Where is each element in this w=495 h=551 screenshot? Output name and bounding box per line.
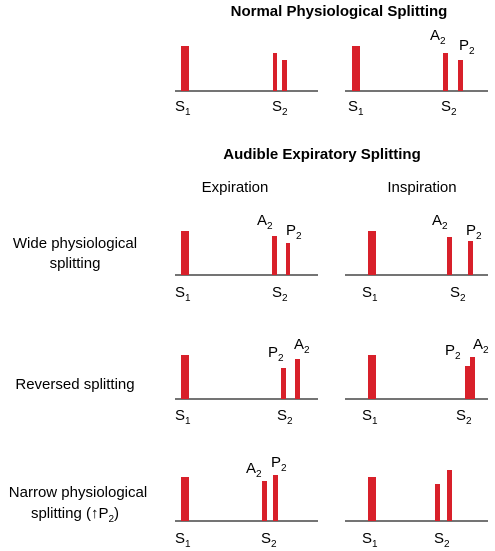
- panel-normal-expiration: S1 S2: [175, 46, 318, 118]
- panel-normal-inspiration: A2 P2 S1 S2: [345, 27, 488, 118]
- a2-label: A2: [257, 212, 273, 232]
- s1-bar: [368, 355, 376, 399]
- svg-text:splitting: splitting: [50, 255, 101, 272]
- p2-bar: [458, 60, 463, 91]
- s1-label: S1: [362, 284, 378, 304]
- a2-label: A2: [432, 212, 448, 232]
- p2-bar: [468, 241, 473, 275]
- a2-bar: [435, 484, 440, 521]
- s1-bar: [368, 231, 376, 275]
- p2-label: P2: [286, 222, 302, 242]
- s2-label: S2: [272, 284, 288, 304]
- row-label-reversed: Reversed splitting: [15, 376, 134, 393]
- s2-label: S2: [277, 407, 293, 427]
- p2-label: P2: [445, 342, 461, 362]
- title-expiratory: Audible Expiratory Splitting: [223, 146, 421, 163]
- s1-bar: [181, 231, 189, 275]
- s2-label: S2: [450, 284, 466, 304]
- s1-bar: [181, 355, 189, 399]
- p2-bar: [273, 475, 278, 521]
- row-label-narrow: Narrow physiological splitting (↑P2): [9, 484, 147, 525]
- s1-bar: [181, 46, 189, 91]
- p2-label: P2: [268, 344, 284, 364]
- a2-label: A2: [294, 336, 310, 356]
- a2-bar: [295, 359, 300, 399]
- p2-bar: [465, 366, 470, 399]
- s1-label: S1: [362, 407, 378, 427]
- p2-bar: [447, 470, 452, 521]
- title-normal: Normal Physiological Splitting: [231, 3, 448, 20]
- column-expiration: Expiration: [202, 179, 269, 196]
- svg-text:Reversed splitting: Reversed splitting: [15, 376, 134, 393]
- s2-label: S2: [261, 530, 277, 550]
- s1-label: S1: [175, 98, 191, 118]
- column-inspiration: Inspiration: [387, 179, 456, 196]
- a2-bar: [272, 236, 277, 275]
- svg-text:Wide physiological: Wide physiological: [13, 235, 137, 252]
- svg-text:splitting (↑P2): splitting (↑P2): [31, 505, 119, 525]
- a2-label: A2: [430, 27, 446, 47]
- s1-bar: [368, 477, 376, 521]
- s1-bar: [352, 46, 360, 91]
- s2-label: S2: [456, 407, 472, 427]
- s2-bar: [273, 53, 277, 91]
- panel-reversed-inspiration: P2 A2 S1 S2: [345, 336, 489, 427]
- a2-bar: [447, 237, 452, 275]
- p2-label: P2: [466, 222, 482, 242]
- row-label-wide: Wide physiological splitting: [13, 235, 137, 272]
- p2-label: P2: [271, 454, 287, 474]
- s1-label: S1: [175, 407, 191, 427]
- panel-wide-inspiration: A2 P2 S1 S2: [345, 212, 488, 304]
- s2-label: S2: [434, 530, 450, 550]
- panel-narrow-inspiration: S1 S2: [345, 470, 488, 550]
- s2-bar-split: [282, 60, 287, 91]
- s2-label: S2: [441, 98, 457, 118]
- a2-label: A2: [473, 336, 489, 356]
- a2-bar: [443, 53, 448, 91]
- s1-label: S1: [175, 530, 191, 550]
- a2-bar: [470, 357, 475, 399]
- panel-reversed-expiration: P2 A2 S1 S2: [175, 336, 318, 427]
- p2-bar: [281, 368, 286, 399]
- s1-label: S1: [348, 98, 364, 118]
- s1-label: S1: [362, 530, 378, 550]
- panel-narrow-expiration: A2 P2 S1 S2: [175, 454, 318, 550]
- panel-wide-expiration: A2 P2 S1 S2: [175, 212, 318, 304]
- svg-text:Narrow physiological: Narrow physiological: [9, 484, 147, 501]
- s2-label: S2: [272, 98, 288, 118]
- p2-bar: [286, 243, 290, 275]
- a2-bar: [262, 481, 267, 521]
- s1-bar: [181, 477, 189, 521]
- p2-label: P2: [459, 37, 475, 57]
- s1-label: S1: [175, 284, 191, 304]
- a2-label: A2: [246, 460, 262, 480]
